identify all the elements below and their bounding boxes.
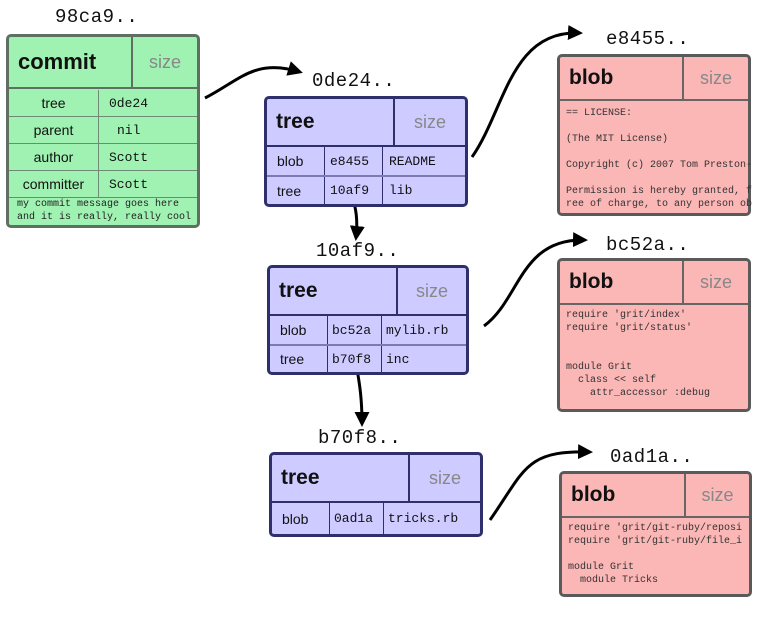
blob-content: require 'grit/git-ruby/reposi require 'g… (568, 522, 747, 587)
blob-line: module Grit (568, 562, 635, 573)
tree-type-label: tree (267, 99, 395, 145)
tree-header: tree size (272, 455, 480, 503)
blob-line (568, 548, 747, 561)
field-key: author (9, 144, 99, 170)
entry-kind: tree (270, 346, 328, 372)
field-key: tree (9, 90, 99, 116)
commit-size-label: size (148, 51, 181, 72)
blob-size-label: size (699, 271, 732, 292)
blob-hash: bc52a.. (606, 234, 690, 256)
tree-size-label: size (428, 467, 461, 488)
tree-hash: b70f8.. (318, 427, 402, 449)
tree-size-label: size (413, 111, 446, 132)
blob-line: module Grit (566, 362, 633, 373)
tree-entry: tree b70f8 inc (270, 346, 466, 372)
field-value: Scott (109, 176, 149, 192)
commit-object: commit size tree 0de24 parent nil author… (6, 34, 200, 228)
blob-line: == LICENSE: (566, 108, 633, 119)
blob-line: Permission is hereby granted, f (566, 186, 753, 197)
blob-header: blob size (562, 474, 749, 518)
commit-field-row: parent nil (9, 117, 197, 144)
tree-size-label: size (415, 280, 448, 301)
blob-hash: e8455.. (606, 28, 690, 50)
tree-entry: tree 10af9 lib (267, 177, 465, 204)
commit-message: my commit message goes here and it is re… (17, 198, 193, 224)
blob-object: blob size require 'grit/git-ruby/reposi … (559, 471, 752, 597)
entry-sha: 0ad1a (330, 503, 384, 534)
entry-kind: tree (267, 177, 325, 204)
commit-field-row: tree 0de24 (9, 90, 197, 117)
entry-name: mylib.rb (386, 322, 449, 338)
blob-hash: 0ad1a.. (610, 446, 694, 468)
entry-sha: bc52a (328, 316, 382, 344)
field-key: committer (9, 171, 99, 197)
blob-type-label: blob (562, 474, 686, 516)
blob-line: require 'grit/git-ruby/file_i (568, 536, 743, 547)
arrow-tree-to-blob-bc52a (483, 232, 588, 328)
entry-name: README (389, 153, 436, 169)
tree-header: tree size (267, 99, 465, 147)
commit-hash: 98ca9.. (55, 6, 139, 28)
commit-message-line: and it is really, really cool (17, 212, 192, 223)
tree-object: tree size blob 0ad1a tricks.rb (269, 452, 483, 537)
blob-line (566, 335, 746, 348)
blob-object: blob size == LICENSE: (The MIT License) … (557, 54, 753, 216)
entry-sha: e8455 (325, 147, 383, 175)
tree-type-label: tree (272, 455, 410, 501)
blob-line (566, 146, 746, 159)
blob-line: require 'grit/index' (566, 310, 687, 321)
blob-line: require 'grit/git-ruby/reposi (568, 523, 743, 534)
field-value: Scott (109, 149, 149, 165)
entry-name: lib (389, 183, 413, 198)
tree-entry: blob e8455 README (267, 147, 465, 177)
blob-line (566, 172, 746, 185)
blob-line: module Tricks (568, 575, 659, 586)
blob-size-label: size (701, 484, 734, 505)
tree-hash: 0de24.. (312, 70, 396, 92)
blob-line (566, 348, 746, 361)
blob-line: (The MIT License) (566, 134, 669, 145)
arrow-tree-to-blob-e8455 (470, 25, 583, 158)
tree-object: tree size blob bc52a mylib.rb tree b70f8… (267, 265, 469, 375)
blob-header: blob size (560, 261, 748, 305)
blob-line: class << self (566, 375, 657, 386)
blob-line: require 'grit/status' (566, 323, 693, 334)
blob-type-label: blob (560, 261, 684, 303)
arrow-commit-to-tree (204, 61, 303, 100)
tree-entry: blob bc52a mylib.rb (270, 316, 466, 346)
commit-message-line: my commit message goes here (17, 199, 180, 210)
arrow-tree-to-blob-0ad1a (488, 444, 593, 521)
commit-field-row: author Scott (9, 144, 197, 171)
commit-header: commit size (9, 37, 197, 89)
blob-line: attr_accessor :debug (566, 388, 711, 399)
tree-type-label: tree (270, 268, 398, 314)
field-value: nil (117, 122, 141, 138)
blob-content: require 'grit/index' require 'grit/statu… (566, 309, 746, 400)
entry-kind: blob (272, 503, 330, 534)
entry-name: tricks.rb (388, 511, 459, 526)
entry-sha: b70f8 (328, 346, 382, 372)
blob-line: ree of charge, to any person ob (566, 199, 753, 210)
blob-object: blob size require 'grit/index' require '… (557, 258, 751, 412)
tree-hash: 10af9.. (316, 240, 400, 262)
blob-size-label: size (699, 67, 732, 88)
blob-line: Copyright (c) 2007 Tom Preston- (566, 160, 753, 171)
commit-type-label: commit (9, 37, 133, 87)
entry-kind: blob (270, 316, 328, 344)
commit-field-row: committer Scott (9, 171, 197, 198)
entry-name: inc (386, 351, 410, 367)
tree-entry: blob 0ad1a tricks.rb (272, 503, 480, 534)
field-key: parent (9, 117, 99, 143)
tree-object: tree size blob e8455 README tree 10af9 l… (264, 96, 468, 207)
entry-kind: blob (267, 147, 325, 175)
tree-header: tree size (270, 268, 466, 316)
blob-type-label: blob (560, 57, 684, 99)
field-value: 0de24 (109, 95, 149, 111)
blob-content: == LICENSE: (The MIT License) Copyright … (566, 107, 753, 211)
blob-line (566, 120, 746, 133)
entry-sha: 10af9 (325, 177, 383, 204)
blob-header: blob size (560, 57, 748, 101)
